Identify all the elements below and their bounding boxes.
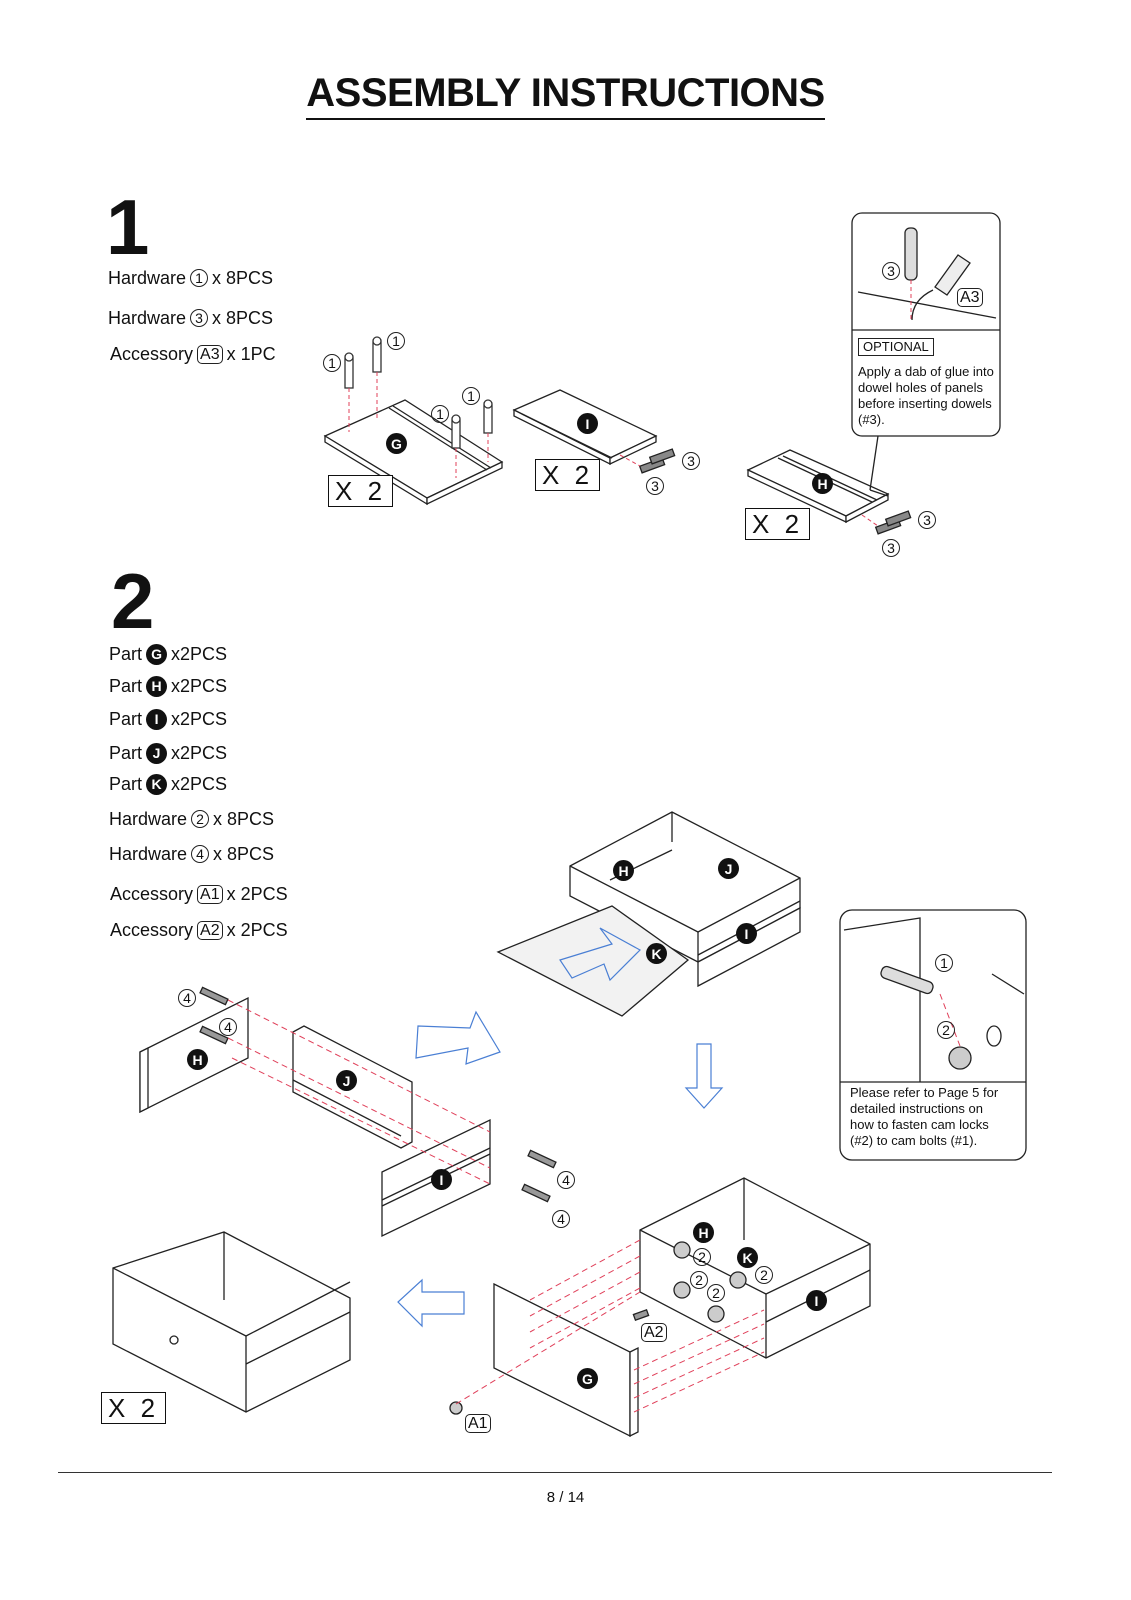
label-i-top: I <box>736 923 757 944</box>
qty-label-g: X 2 <box>328 475 394 507</box>
page-title: ASSEMBLY INSTRUCTIONS <box>0 70 1131 120</box>
label-cam-lock-c: 2 <box>707 1284 725 1302</box>
qty-label-h: X 2 <box>745 508 811 540</box>
dowels-step1 <box>638 448 912 535</box>
label-cam-lock-b: 2 <box>690 1271 708 1289</box>
drawer-box-bottom <box>639 1177 871 1359</box>
label-cam-lock-d: 2 <box>755 1266 773 1284</box>
label-j-top: J <box>718 858 739 879</box>
callout-dowel-label: 3 <box>882 262 900 280</box>
label-h-bottom: H <box>693 1222 714 1243</box>
label-i-exploded: I <box>431 1169 452 1190</box>
label-cam-bolt-d: 1 <box>462 387 480 405</box>
label-k-bottom: K <box>737 1247 758 1268</box>
label-part-g-step1: G <box>386 433 407 454</box>
label-h-exploded: H <box>187 1049 208 1070</box>
page-number: 8 / 14 <box>546 1489 585 1506</box>
label-screw-b: 4 <box>219 1018 237 1036</box>
label-h-top: H <box>613 860 634 881</box>
label-dowel-b: 3 <box>646 477 664 495</box>
arrow-down <box>684 1043 724 1109</box>
optional-note: Apply a dab of glue into dowel holes of … <box>858 364 994 427</box>
label-dowel-d: 3 <box>882 539 900 557</box>
step-1-number: 1 <box>106 183 150 271</box>
label-a1: A1 <box>465 1414 491 1433</box>
label-k-top: K <box>646 943 667 964</box>
callout-cam-lock-label: 2 <box>937 1021 955 1039</box>
label-cam-lock-a: 2 <box>693 1248 711 1266</box>
label-screw-a: 4 <box>178 989 196 1007</box>
arrow-right <box>415 1010 501 1065</box>
label-screw-c: 4 <box>557 1171 575 1189</box>
finished-drawer <box>112 1231 351 1413</box>
footer-rule <box>58 1472 1052 1473</box>
label-part-i-step1: I <box>577 413 598 434</box>
label-dowel-c: 3 <box>918 511 936 529</box>
cam-locks <box>673 1241 747 1323</box>
screw-a2 <box>632 1308 650 1322</box>
label-dowel-a: 3 <box>682 452 700 470</box>
cam-bolts-step1 <box>344 336 493 449</box>
panel-g-front <box>493 1282 639 1438</box>
qty-label-i: X 2 <box>535 459 601 491</box>
label-j-exploded: J <box>336 1070 357 1091</box>
label-screw-d: 4 <box>552 1210 570 1228</box>
screws-exploded <box>199 986 557 1203</box>
label-a2: A2 <box>641 1323 667 1342</box>
cam-lock-note: Please refer to Page 5 for detailed inst… <box>850 1085 999 1148</box>
label-cam-bolt-c: 1 <box>431 405 449 423</box>
arrow-k-insert <box>559 927 641 982</box>
qty-label-drawer: X 2 <box>101 1392 167 1424</box>
panel-k-bottom <box>496 905 690 1017</box>
callout-cam-bolt-label: 1 <box>935 954 953 972</box>
arrow-left <box>397 1278 465 1328</box>
optional-tag: OPTIONAL <box>858 338 934 356</box>
label-i-bottom: I <box>806 1290 827 1311</box>
callout-accessory-a3: A3 <box>957 288 983 307</box>
label-cam-bolt-a: 1 <box>323 354 341 372</box>
label-g-front: G <box>577 1368 598 1389</box>
label-part-h-step1: H <box>812 473 833 494</box>
knob-a1 <box>449 1401 463 1415</box>
label-cam-bolt-b: 1 <box>387 332 405 350</box>
step-2-number: 2 <box>111 557 155 645</box>
